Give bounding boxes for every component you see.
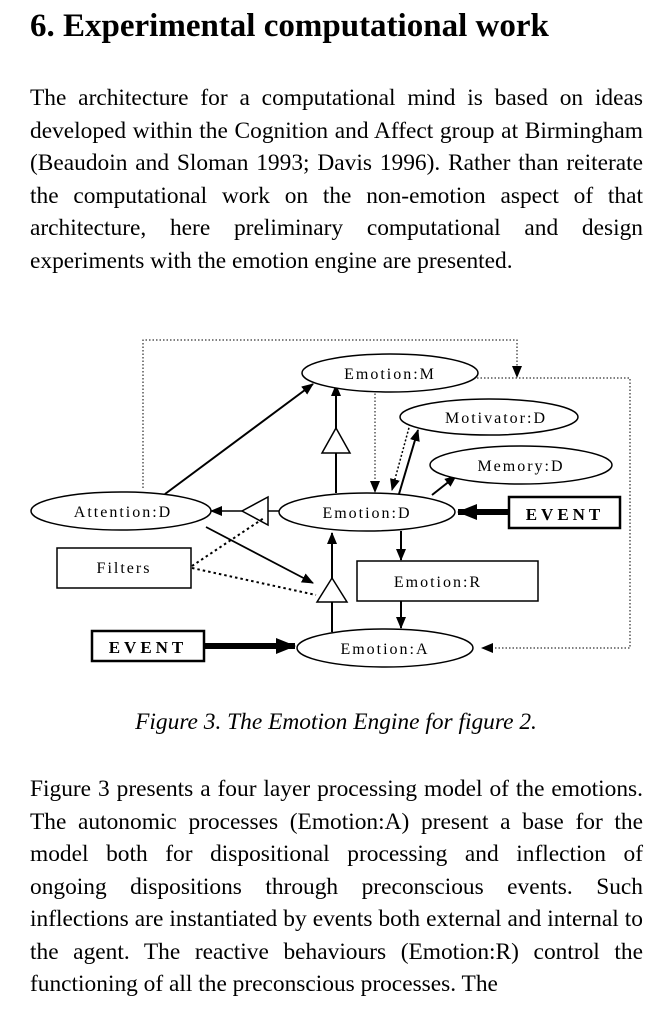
emotion-m-label: Emotion:M: [344, 366, 436, 383]
emotion-d-node: [278, 492, 456, 532]
filters-label: Filters: [97, 560, 152, 577]
emotion-a-node: [296, 628, 474, 668]
motivator-to-d-dotted: [390, 423, 411, 491]
section-heading: 6. Experimental computational work: [30, 4, 549, 48]
d-to-motivator-arrow: [398, 429, 420, 495]
paragraph-intro: The architecture for a computational min…: [30, 85, 643, 274]
attention-d-node: [30, 491, 212, 531]
emotion-r-box: [356, 560, 539, 602]
emotion-engine-diagram: Emotion:M Motivator:D Memory:D Attention…: [30, 339, 631, 668]
gate-triangle-left: [240, 495, 269, 527]
gate-triangle-lower: [315, 576, 349, 603]
event-right-label: EVENT: [526, 505, 605, 524]
filters-box: [56, 547, 192, 589]
memory-d-node: [429, 445, 613, 485]
d-to-memory-arrow: [431, 475, 457, 496]
event-right-box: [507, 495, 622, 530]
gate-triangle-upper: [320, 426, 352, 454]
filters-to-left-gate: [191, 517, 265, 567]
filters-to-lower-gate: [191, 567, 317, 596]
emotion-r-label: Emotion:R: [394, 574, 482, 591]
section-title: Experimental computational work: [63, 8, 549, 44]
attention-to-m-arrow: [164, 383, 314, 495]
attention-d-label: Attention:D: [74, 504, 172, 521]
emotion-m-node: [301, 353, 479, 393]
event-left-box: [90, 629, 206, 663]
attention-to-gate-arrow: [205, 526, 314, 584]
emotion-d-label: Emotion:D: [322, 505, 411, 522]
motivator-d-label: Motivator:D: [445, 410, 547, 427]
feedback-loop-attention: [142, 339, 522, 488]
memory-d-label: Memory:D: [477, 458, 564, 475]
section-number: 6.: [30, 8, 55, 44]
event-left-label: EVENT: [109, 638, 188, 657]
emotion-a-label: Emotion:A: [340, 641, 429, 658]
motivator-d-node: [399, 398, 579, 436]
figure-caption: Figure 3. The Emotion Engine for figure …: [135, 709, 537, 735]
feedback-loop-autonomic: [470, 377, 631, 653]
paragraph-description: Figure 3 presents a four layer processin…: [30, 776, 643, 997]
